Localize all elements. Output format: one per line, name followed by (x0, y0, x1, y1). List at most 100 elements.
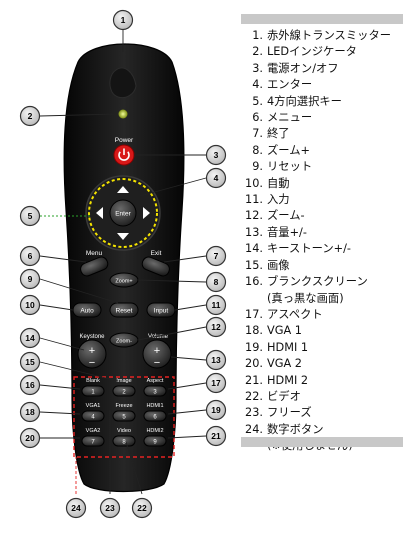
callout-marker (205, 271, 227, 293)
legend-text: VGA 2 (267, 357, 302, 371)
legend-item: 12.ズーム- (243, 208, 408, 224)
legend-text: 画像 (267, 258, 290, 272)
callout-marker (19, 327, 41, 349)
grid-key-button[interactable] (81, 410, 105, 422)
grid-key-digit: 6 (153, 415, 157, 421)
callout-number: 2 (28, 111, 33, 121)
callout-number: 7 (214, 251, 219, 261)
callout-number: 8 (214, 277, 219, 287)
callout-marker (19, 374, 41, 396)
grid-key-label: VGA2 (86, 428, 101, 434)
legend-top-bar (241, 14, 403, 24)
legend-number: 16. (245, 275, 263, 289)
callout-marker (19, 294, 41, 316)
arrow-right-icon[interactable] (143, 207, 150, 219)
callout-marker (205, 349, 227, 371)
grid-key-button[interactable] (143, 435, 167, 447)
remote-body (63, 43, 185, 493)
legend-item: 11. 入力 (243, 192, 408, 208)
grid-key-digit: 8 (122, 440, 126, 446)
grid-key-label: Aspect (147, 378, 164, 384)
menu-label: Menu (86, 250, 103, 257)
volume-rocker[interactable] (142, 339, 172, 369)
numeric-keys-highlight (73, 376, 175, 458)
legend-item: 8.ズーム+ (243, 143, 408, 159)
legend-item: 19.HDMI 1 (243, 340, 408, 356)
keystone-rocker[interactable] (77, 339, 107, 369)
legend-number: 1. (252, 29, 263, 42)
callout-marker (19, 427, 41, 449)
legend-number: 23. (245, 406, 263, 420)
legend-text: リセット (267, 160, 313, 174)
legend-item: 10.自動 (243, 176, 408, 192)
grid-key-button[interactable] (143, 410, 167, 422)
callout-number: 13 (211, 355, 221, 365)
legend-item: 15.画像 (243, 258, 408, 274)
callout-marker (19, 351, 41, 373)
keystone-plus: + (89, 345, 95, 357)
legend-text: 終了 (267, 127, 290, 141)
legend-number: 12. (245, 209, 263, 223)
legend-item: 23. フリーズ (243, 405, 408, 421)
grid-key-button[interactable] (112, 435, 136, 447)
grid-key-button[interactable] (81, 385, 105, 397)
legend-number: 13. (245, 225, 263, 239)
legend-number: 6. (252, 111, 263, 125)
legend-text: エンター (267, 78, 313, 92)
legend-number: 18. (245, 324, 263, 338)
keystone-label: Keystone (79, 334, 105, 340)
led-indicator (118, 109, 128, 119)
callout-number: 22 (137, 503, 147, 513)
reset-button[interactable] (109, 302, 139, 318)
grid-key-digit: 2 (122, 390, 126, 396)
callout-number: 10 (25, 300, 35, 310)
callout-marker (19, 245, 41, 267)
legend-item: 7.終了 (243, 126, 408, 142)
legend-text: HDMI 2 (267, 373, 309, 387)
legend-text: キーストーン+/- (267, 242, 351, 256)
callout-number: 1 (121, 15, 126, 25)
legend-item: 9.リセット (243, 159, 408, 175)
legend-number: 17. (245, 307, 263, 321)
callout-number: 14 (25, 333, 35, 343)
grid-key-button[interactable] (112, 410, 136, 422)
grid-key-button[interactable] (143, 385, 167, 397)
enter-button[interactable] (109, 199, 137, 227)
callout-marker (205, 144, 227, 166)
grid-key-digit: 7 (91, 440, 95, 446)
legend-text: 入力 (267, 193, 290, 207)
legend-number: 3. (252, 61, 263, 75)
zoom-plus-label: Zoom+ (115, 279, 132, 285)
legend-item: 3.電源オン/オフ (243, 61, 408, 77)
callout-number: 9 (28, 274, 33, 284)
volume-minus: − (154, 357, 160, 369)
callout-number: 17 (211, 378, 221, 388)
grid-key-digit: 5 (122, 415, 126, 421)
auto-label: Auto (80, 308, 94, 315)
arrow-up-icon[interactable] (117, 186, 129, 193)
grid-key-button[interactable] (81, 435, 105, 447)
legend-item: 17.アスペクト (243, 307, 408, 323)
callout-marker (205, 167, 227, 189)
legend-number: 11. (245, 193, 263, 207)
arrow-left-icon[interactable] (96, 207, 103, 219)
input-label: Input (154, 308, 169, 315)
legend-text: フリーズ (267, 406, 312, 420)
callout-marker (205, 425, 227, 447)
grid-key-label: Freeze (115, 403, 132, 409)
callout-marker (205, 399, 227, 421)
callout-marker (65, 497, 87, 519)
legend-bottom-bar (241, 437, 403, 447)
power-label: Power (115, 137, 134, 144)
grid-key-button[interactable] (112, 385, 136, 397)
callout-number: 23 (105, 503, 115, 513)
arrow-down-icon[interactable] (117, 233, 129, 240)
legend-text: HDMI 1 (267, 340, 309, 354)
exit-button[interactable] (140, 255, 171, 278)
legend-text: ズーム+ (267, 143, 311, 157)
legend-number: 10. (245, 176, 263, 190)
callout-number: 19 (211, 405, 221, 415)
ir-window (109, 67, 137, 99)
grid-key-label: Image (116, 378, 131, 384)
menu-button[interactable] (79, 255, 110, 278)
